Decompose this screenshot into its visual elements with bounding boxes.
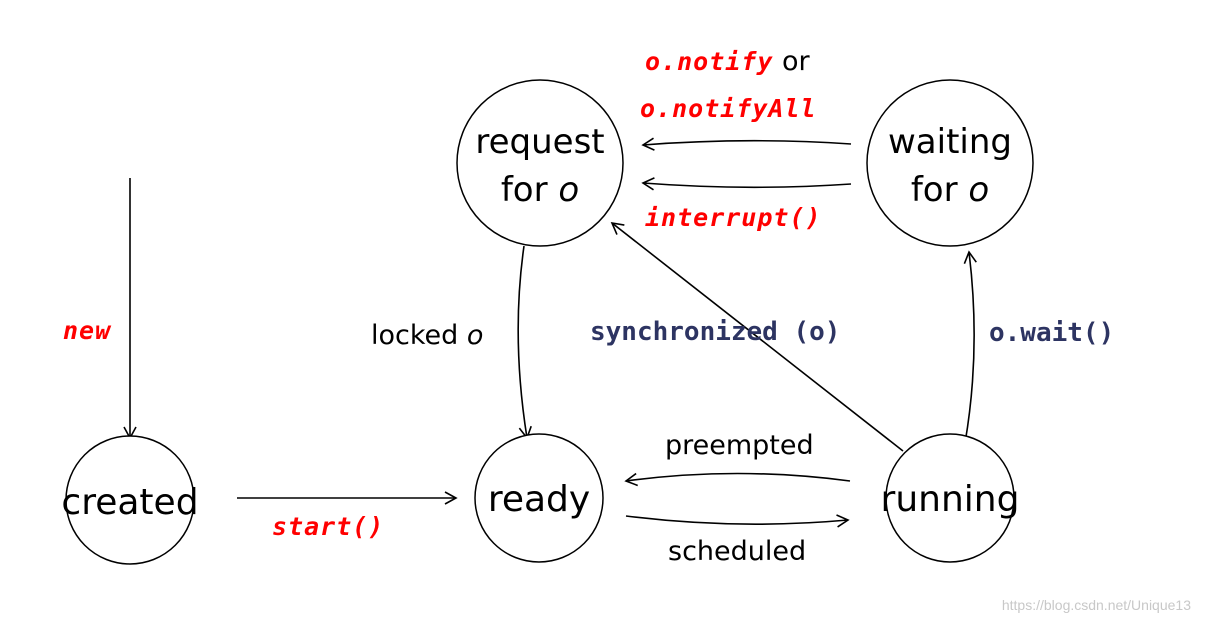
state-request-for-o: request for o [456,79,624,247]
label-locked-object: o [467,320,484,351]
label-notify: o.notify [645,47,773,76]
label-locked: locked o [371,320,483,351]
state-waiting-line1: waiting [888,122,1012,162]
state-ready-label: ready [488,479,590,520]
label-wait: o.wait() [989,318,1114,348]
label-notify-or: or [773,46,810,77]
state-waiting-object: o [968,170,989,210]
edge-wait [963,250,977,444]
watermark: https://blog.csdn.net/Unique13 [1001,597,1191,613]
state-ready: ready [474,433,604,563]
edge-synchronized [610,221,904,452]
state-running: running [881,433,1020,563]
label-scheduled: scheduled [668,536,806,567]
edge-locked [517,245,532,440]
state-request-object: o [558,170,579,210]
label-preempted: preempted [665,430,814,461]
state-created-label: created [61,482,198,523]
label-locked-text: locked [371,320,467,351]
state-waiting-for: for [911,170,969,210]
state-running-label: running [881,479,1020,520]
state-request-line1: request [475,122,604,162]
edge-scheduled [625,514,850,528]
state-request-line2: for o [501,170,579,210]
state-request-for: for [501,170,559,210]
state-created: created [61,435,199,565]
label-notify-line: o.notify or [645,46,811,77]
state-waiting-for-o: waiting for o [866,79,1034,247]
label-synchronized: synchronized (o) [590,317,840,347]
label-new: new [63,316,112,345]
edge-preempted [624,472,851,487]
label-notify-all: o.notifyAll [640,94,817,123]
state-waiting-line2: for o [911,170,989,210]
label-interrupt: interrupt() [645,203,822,232]
edge-notify [641,137,852,151]
edge-interrupt [641,177,852,191]
label-start: start() [272,512,384,541]
